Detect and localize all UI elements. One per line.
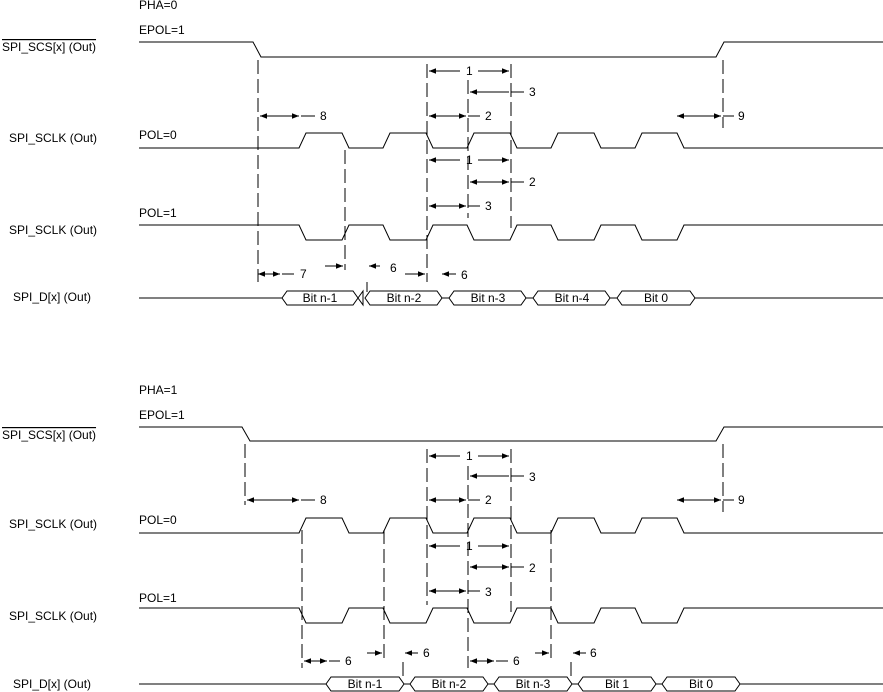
- pol1-label: POL=1: [139, 206, 177, 220]
- timing-label: 6: [423, 646, 430, 660]
- timing-label: 8: [320, 493, 327, 507]
- bit-label: Bit n-4: [555, 291, 590, 305]
- sclk-pol1-row: SPI_SCLK (Out) POL=1: [9, 591, 883, 624]
- signal-label-data: SPI_D[x] (Out): [13, 677, 91, 691]
- timing-annotations: 1 3 8 2 9 1 2 3 6: [247, 449, 745, 668]
- timing-diagram-pha0: PHA=0 EPOL=1 SPI_SCS[x] (Out) SPI_SCLK (…: [2, 0, 883, 307]
- timing-label: 1: [466, 449, 473, 463]
- scs-waveform: [139, 426, 883, 442]
- timing-label: 8: [320, 109, 327, 123]
- timing-label: 2: [529, 561, 536, 575]
- bit-label: Bit n-1: [348, 677, 383, 691]
- signal-label-scs: SPI_SCS[x] (Out): [2, 40, 96, 54]
- sclk-pol1-row: SPI_SCLK (Out) POL=1: [9, 206, 883, 241]
- timing-label: 9: [738, 493, 745, 507]
- timing-label: 6: [390, 261, 397, 275]
- data-bit-cell: [616, 290, 696, 306]
- pol0-label: POL=0: [139, 513, 177, 527]
- scs-row: SPI_SCS[x] (Out): [2, 40, 883, 58]
- timing-label: 2: [485, 109, 492, 123]
- timing-label: 3: [529, 85, 536, 99]
- signal-label-sclk: SPI_SCLK (Out): [9, 223, 97, 237]
- signal-label-data: SPI_D[x] (Out): [13, 290, 91, 304]
- data-row: SPI_D[x] (Out) Bit n-1 Bit n-2 Bit n-3 B…: [13, 289, 883, 307]
- data-transition: [357, 289, 364, 307]
- timing-label: 6: [345, 654, 352, 668]
- timing-label: 3: [529, 470, 536, 484]
- signal-label-scs: SPI_SCS[x] (Out): [2, 428, 96, 442]
- bit-label: Bit n-3: [471, 291, 506, 305]
- timing-label: 6: [590, 646, 597, 660]
- signal-label-sclk: SPI_SCLK (Out): [9, 517, 97, 531]
- sclk-pol1-waveform: [139, 607, 883, 624]
- timing-diagram-pha1: PHA=1 EPOL=1 SPI_SCS[x] (Out) SPI_SCLK (…: [2, 383, 883, 692]
- sclk-pol0-waveform: [139, 517, 883, 534]
- timing-label: 3: [485, 199, 492, 213]
- epol-label: EPOL=1: [139, 408, 185, 422]
- timing-label: 2: [485, 493, 492, 507]
- scs-row: SPI_SCS[x] (Out): [2, 426, 883, 442]
- timing-label: 3: [485, 585, 492, 599]
- bit-label: Bit n-2: [432, 677, 467, 691]
- timing-label: 7: [300, 267, 307, 281]
- bit-label: Bit n-2: [387, 291, 422, 305]
- signal-label-sclk: SPI_SCLK (Out): [9, 609, 97, 623]
- bit-label: Bit 0: [644, 291, 668, 305]
- timing-label: 1: [466, 539, 473, 553]
- timing-label: 1: [466, 153, 473, 167]
- sclk-pol0-waveform: [139, 132, 883, 149]
- epol-label: EPOL=1: [139, 23, 185, 37]
- data-bit-cell: [661, 676, 741, 692]
- dashed-guides: [257, 60, 724, 292]
- timing-annotations: 1 3 8 2 9 1 2 3 7: [258, 64, 745, 282]
- scs-waveform: [139, 41, 883, 58]
- timing-label: 1: [466, 64, 473, 78]
- pha-label: PHA=0: [139, 0, 178, 12]
- sclk-pol0-row: SPI_SCLK (Out) POL=0: [9, 128, 883, 149]
- timing-label: 6: [461, 268, 468, 282]
- bit-label: Bit n-3: [516, 677, 551, 691]
- data-row: SPI_D[x] (Out) Bit n-1 Bit n-2 Bit n-3 B…: [13, 676, 883, 692]
- timing-label: 9: [738, 109, 745, 123]
- bit-label: Bit 1: [605, 677, 629, 691]
- timing-label: 6: [513, 654, 520, 668]
- bit-label: Bit 0: [689, 677, 713, 691]
- sclk-pol0-row: SPI_SCLK (Out) POL=0: [9, 513, 883, 534]
- bit-label: Bit n-1: [303, 291, 338, 305]
- dashed-guides: [244, 444, 724, 677]
- signal-label-sclk: SPI_SCLK (Out): [9, 131, 97, 145]
- timing-label: 2: [529, 175, 536, 189]
- pha-label: PHA=1: [139, 383, 178, 397]
- pol1-label: POL=1: [139, 591, 177, 605]
- pol0-label: POL=0: [139, 128, 177, 142]
